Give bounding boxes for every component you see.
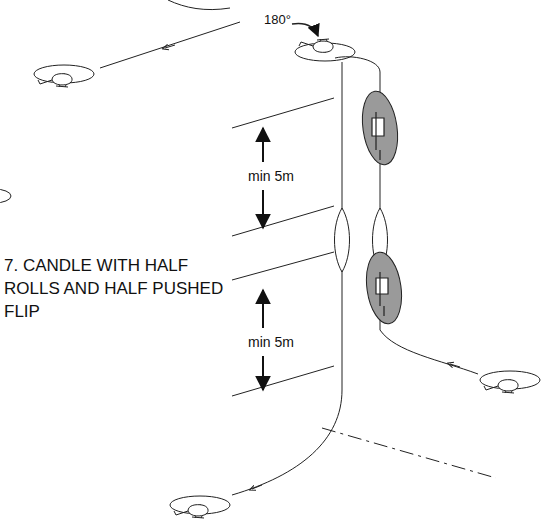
manoeuvre-title: 7. CANDLE WITH HALF ROLLS AND HALF PUSHE… (4, 254, 226, 323)
rotor-disc (362, 250, 406, 326)
angle-label: 180° (264, 12, 291, 27)
dimension-arrow (262, 290, 264, 328)
helicopter-symbol (34, 65, 94, 87)
direction-arrow (252, 485, 262, 489)
reference-line (322, 428, 496, 478)
dimension-arrow (262, 190, 264, 228)
rotor-disc (358, 89, 402, 167)
dimension-label: min 5m (246, 334, 296, 350)
roll-symbol (335, 208, 350, 272)
helicopter-symbol (295, 39, 355, 61)
flight-path (232, 62, 342, 495)
helicopter-body (372, 112, 384, 160)
flight-path (100, 22, 240, 68)
direction-arrow (165, 45, 175, 48)
direction-arrow (450, 364, 460, 367)
helicopter-body (376, 272, 388, 316)
extension-line (232, 98, 334, 396)
dimension-arrow (262, 356, 264, 390)
helicopter-symbol (170, 496, 230, 518)
dimension-arrow (262, 128, 264, 162)
flight-path (335, 57, 478, 374)
flight-path (168, 0, 230, 10)
rotation-arrow (292, 24, 318, 37)
dimension-label: min 5m (246, 168, 296, 184)
helicopter-symbol (0, 189, 11, 203)
helicopter-symbol (480, 371, 540, 393)
